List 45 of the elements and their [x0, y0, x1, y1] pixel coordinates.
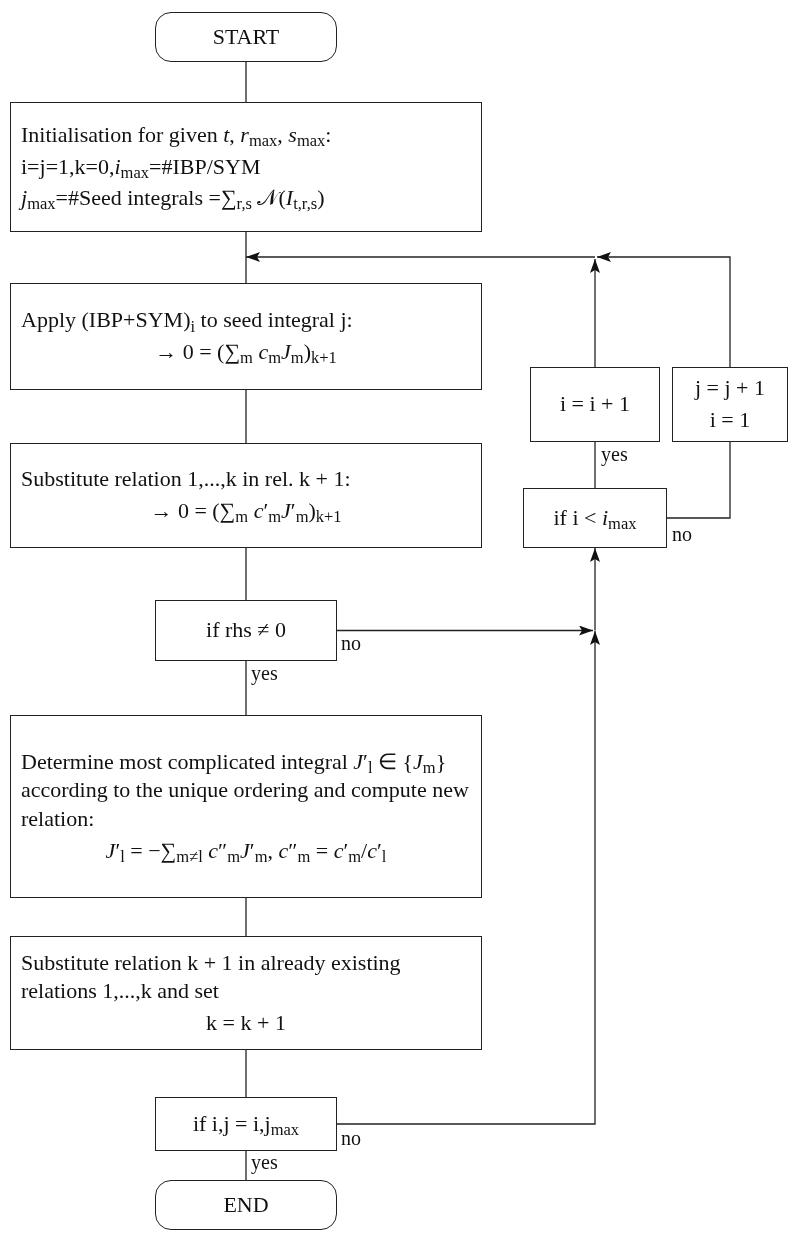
decision-box	[155, 600, 337, 661]
box-text: j = j + 1	[693, 374, 766, 403]
process-box	[10, 283, 482, 390]
connector-line	[245, 547, 247, 601]
box-text: if rhs ≠ 0	[205, 616, 287, 645]
process-box	[530, 367, 660, 442]
decision-box	[523, 488, 667, 548]
arrow	[336, 630, 600, 1125]
connector-line	[245, 660, 247, 716]
terminal-box	[155, 12, 337, 62]
connector-line	[245, 61, 247, 103]
arrow	[590, 547, 600, 632]
connector-line	[245, 1150, 247, 1181]
process-box	[10, 443, 482, 548]
arrow	[590, 258, 600, 368]
connector-line	[245, 389, 247, 444]
box-text: Initialisation for given t, r$_{max}$, s$_{max}$:	[21, 121, 333, 150]
box-text: Apply (IBP+SYM)$_{i}$ to seed integral j:	[21, 306, 354, 335]
box-text: i = i + 1	[558, 390, 631, 419]
connector-line	[666, 441, 731, 519]
terminal-box	[155, 1180, 337, 1230]
connector-line	[245, 1049, 247, 1098]
box-text: Substitute relation 1,...,k in rel. k + 1:	[21, 465, 352, 494]
box-text: END	[222, 1190, 270, 1219]
connector-line	[245, 231, 247, 284]
arrow	[336, 625, 594, 636]
box-text: START	[211, 22, 281, 51]
box-text: J′$_{l}$ = −∑$_{m≠l}$ c″$_{m}$J′$_{m}$, c″$_{m}$ = c′$_{m}$/c′$_{l}$	[104, 836, 388, 866]
box-text: if i,j = i,j$_{max}$	[191, 1109, 301, 1139]
arrow	[596, 252, 731, 368]
process-box	[672, 367, 788, 442]
box-text: i = 1	[708, 406, 752, 434]
box-text: Determine most complicated integral J′$_{l}$ ∈ {J$_{m}$} according to the unique ordering and compute new relation:	[21, 747, 470, 833]
box-text: i=j=1,k=0,i$_{max}$=#IBP/SYM	[21, 152, 262, 182]
process-box	[10, 715, 482, 898]
connector-line	[594, 441, 596, 489]
decision-box	[155, 1097, 337, 1151]
box-text: → 0 = (∑$_{m}$ c$_{m}$J$_{m}$)$_{k+1}$	[154, 338, 338, 367]
box-text: → 0 = (∑$_{m}$ c′$_{m}$J′$_{m}$)$_{k+1}$	[149, 497, 343, 526]
process-box	[10, 102, 482, 232]
process-box	[10, 936, 482, 1050]
box-text: if i < i$_{max}$	[552, 503, 638, 533]
box-text: k = k + 1	[205, 1008, 287, 1037]
arrow	[245, 252, 596, 262]
connector-line	[245, 897, 247, 937]
